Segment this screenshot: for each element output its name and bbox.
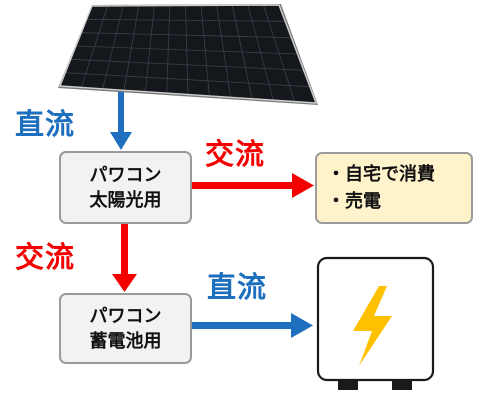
sell-power-item: ・売電 bbox=[327, 191, 381, 212]
solar-pcs-box: パワコン 太陽光用 bbox=[59, 151, 192, 224]
panel-cell-line bbox=[75, 45, 298, 55]
dc-label-bottom: 直流 bbox=[207, 270, 268, 304]
solar-pcs-line2: 太陽光用 bbox=[89, 189, 162, 211]
panel-cell-line bbox=[86, 18, 286, 22]
panel-cell-line bbox=[65, 72, 310, 88]
battery-pcs-line1: パワコン bbox=[89, 305, 162, 327]
battery-pcs-line2: 蓄電池用 bbox=[89, 330, 162, 352]
battery-unit-icon bbox=[316, 256, 435, 390]
panel-cell-line bbox=[81, 32, 292, 39]
solar-panel-icon bbox=[58, 4, 318, 105]
home-use-box: ・自宅で消費 ・売電 bbox=[315, 152, 473, 224]
battery-pcs-box: パワコン 蓄電池用 bbox=[59, 293, 192, 364]
panel-cell-line bbox=[70, 58, 304, 71]
ac-arrow-down bbox=[112, 223, 137, 292]
dc-label-top: 直流 bbox=[15, 107, 76, 141]
solar-pcs-line1: パワコン bbox=[89, 164, 162, 186]
dc-arrow-top bbox=[110, 92, 132, 150]
dc-arrow-bottom bbox=[191, 313, 313, 338]
home-use-item: ・自宅で消費 bbox=[327, 164, 435, 185]
ac-arrow-right bbox=[191, 173, 314, 198]
ac-label-right: 交流 bbox=[205, 137, 266, 171]
lightning-bolt-icon bbox=[353, 286, 392, 366]
ac-label-left: 交流 bbox=[15, 240, 76, 274]
